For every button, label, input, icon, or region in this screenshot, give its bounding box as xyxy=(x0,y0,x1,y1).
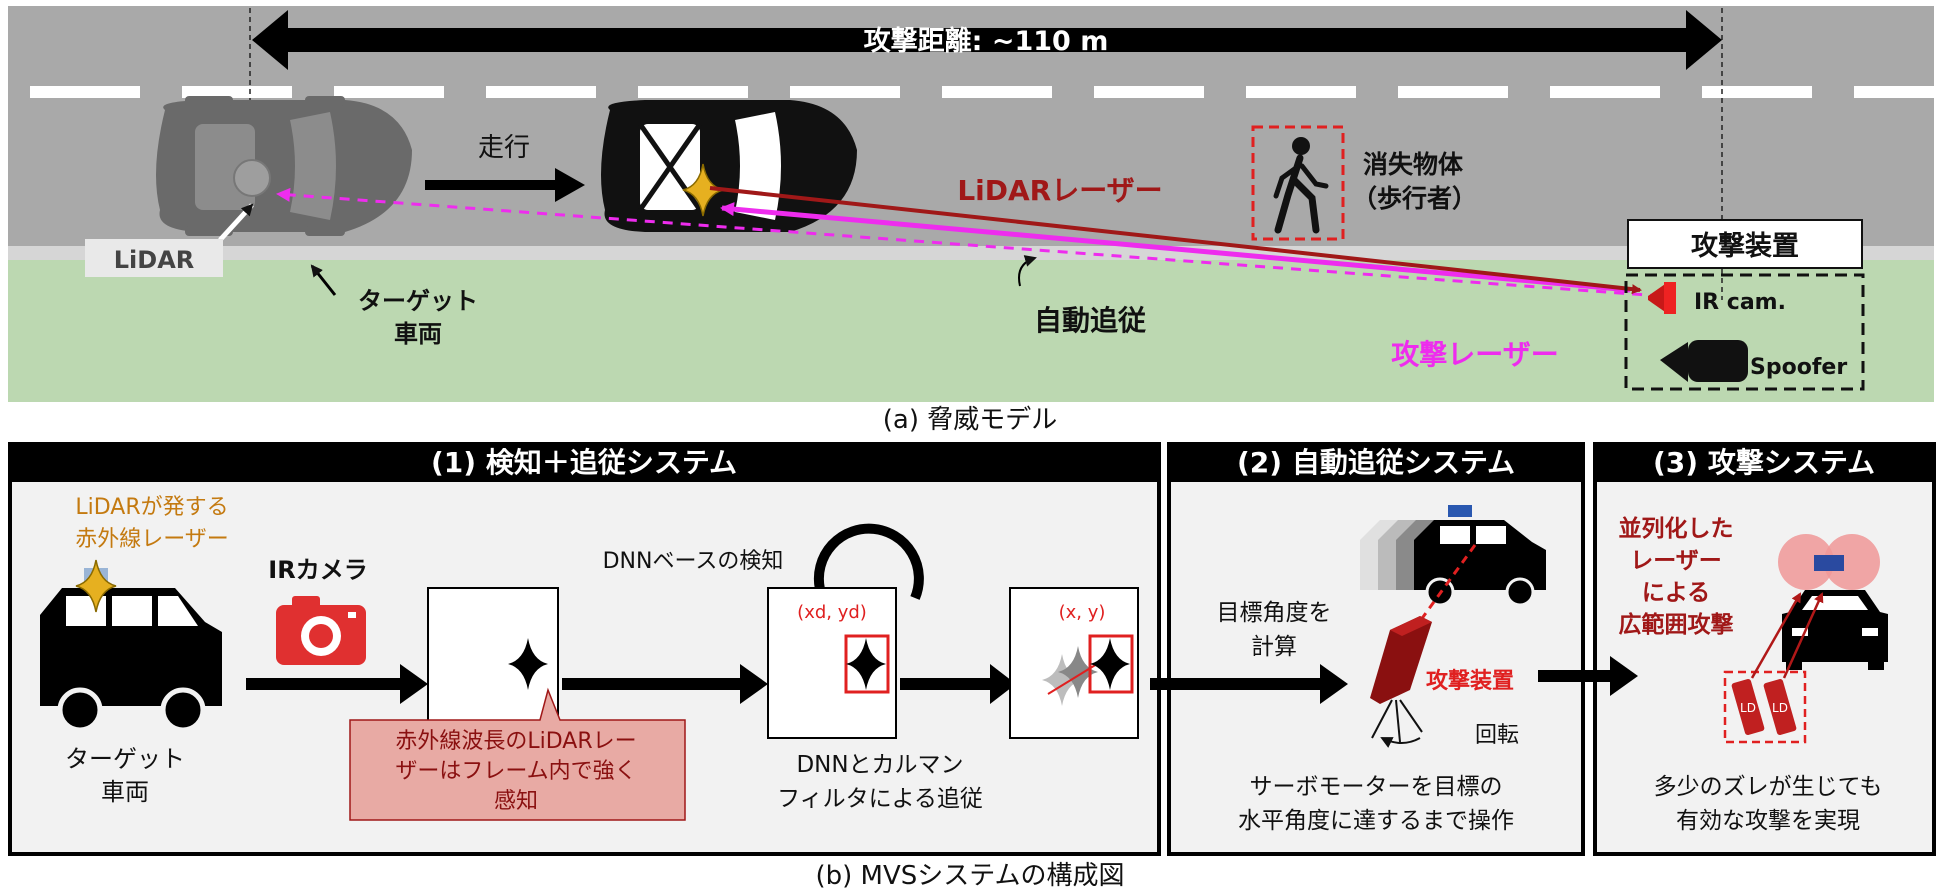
attack-device-title: 攻撃装置 xyxy=(1691,231,1799,262)
servo-line1: サーボモーターを目標の xyxy=(1250,774,1503,800)
camera-icon xyxy=(276,596,366,665)
callout-line3: 感知 xyxy=(494,789,538,814)
lidar-laser-line xyxy=(709,186,1642,295)
grass xyxy=(8,260,1934,402)
distance-arrow xyxy=(252,10,1722,70)
lidar-label-box xyxy=(85,239,223,277)
section1-title: (1) 検知＋追従システム xyxy=(431,446,737,479)
section3-title: (3) 攻撃システム xyxy=(1653,446,1875,479)
drive-label: 走行 xyxy=(478,133,530,163)
section1-header xyxy=(10,444,1159,482)
target-car-moved xyxy=(601,100,857,232)
distance-label: 攻撃距離: ~110 m xyxy=(864,25,1109,57)
parallel-laser-line2: レーザー xyxy=(1630,548,1722,574)
section2-title: (2) 自動追従システム xyxy=(1237,446,1515,479)
moving-car-icon xyxy=(1360,505,1546,607)
flow-arrow-4 xyxy=(1150,664,1348,704)
laser-beam-2 xyxy=(1782,592,1824,679)
vanishing-object-line2: （歩行者） xyxy=(1352,184,1477,213)
rotation-arrow-icon xyxy=(1380,737,1421,748)
lidar-label: LiDAR xyxy=(114,246,195,274)
compute-angle-line1: 目標角度を xyxy=(1217,600,1332,626)
ir-camera-label: IRカメラ xyxy=(268,556,367,584)
vanishing-object-box xyxy=(1251,125,1345,241)
target-car-topdown xyxy=(156,96,412,236)
pedestrian-icon xyxy=(1273,137,1329,234)
target-pointer-arrow xyxy=(310,264,337,296)
drive-arrow xyxy=(425,168,585,202)
callout-box xyxy=(349,687,686,821)
vanishing-object-line1: 消失物体 xyxy=(1363,150,1464,179)
section2-frame xyxy=(1167,442,1585,856)
robust-line2: 有効な攻撃を実現 xyxy=(1676,808,1860,834)
auto-tracking-curl xyxy=(1018,255,1037,287)
attack-device-b-label: 攻撃装置 xyxy=(1426,668,1514,694)
ld-label-1: LD xyxy=(1740,701,1756,715)
caption-b: (b) MVSシステムの構成図 xyxy=(816,861,1125,891)
dnn-kalman-line2: フィルタによる追従 xyxy=(777,786,983,812)
flow-arrow-5 xyxy=(1538,656,1638,696)
flow-arrow-1 xyxy=(246,664,428,704)
callout-line1: 赤外線波長のLiDARレー xyxy=(395,729,636,754)
xd-yd-label: (xd, yd) xyxy=(797,602,867,623)
panel-a-threat-model: 攻撃距離: ~110 m LiDAR ターゲット 車両 走行 xyxy=(8,6,1934,435)
lane-markings xyxy=(30,86,1934,98)
laser-diode-box xyxy=(1723,670,1807,744)
section3-header xyxy=(1595,444,1934,482)
front-car-icon xyxy=(1778,534,1888,670)
section2-header xyxy=(1169,444,1583,482)
ir-camera-icon xyxy=(1648,282,1676,314)
lidar-sensor xyxy=(233,159,271,197)
target-vehicle-line1: ターゲット xyxy=(358,287,478,315)
compute-angle-line2: 計算 xyxy=(1251,634,1297,660)
panel-b-mvs-system: (1) 検知＋追従システム (2) 自動追従システム (3) 攻撃システム Li… xyxy=(8,442,1936,891)
suv-silhouette-icon xyxy=(40,568,222,733)
robust-line1: 多少のズレが生じても xyxy=(1654,774,1883,800)
dashed-tracking-line xyxy=(276,187,1661,298)
attack-laser-label: 攻撃レーザー xyxy=(1391,338,1558,371)
parallel-laser-line1: 並列化した xyxy=(1619,515,1734,542)
lidar-laser-label: LiDARレーザー xyxy=(957,174,1162,207)
curb xyxy=(8,246,1934,260)
xy-label: (x, y) xyxy=(1059,602,1106,623)
dnn-detect-label: DNNベースの検知 xyxy=(603,549,784,574)
ld-label-2: LD xyxy=(1772,701,1788,715)
parallel-laser-line4: 広範囲攻撃 xyxy=(1619,611,1734,638)
lidar-emits-line1: LiDARが発する xyxy=(75,495,228,520)
attack-device-title-box xyxy=(1627,219,1863,269)
target-vehicle-line2: 車両 xyxy=(394,320,442,348)
spoofer-icon xyxy=(1660,340,1748,382)
aim-line xyxy=(1408,544,1477,636)
attack-laser-line xyxy=(720,202,1631,293)
target-vehicle-b-line2: 車両 xyxy=(101,778,149,806)
parallel-laser-line3: による xyxy=(1642,580,1710,606)
callout-line2: ザーはフレーム内で強く xyxy=(395,759,636,784)
ir-cam-label: IR cam. xyxy=(1694,290,1786,315)
lidar-emits-line2: 赤外線レーザー xyxy=(75,527,229,552)
target-vehicle-b-line1: ターゲット xyxy=(65,745,185,773)
flow-arrow-3 xyxy=(900,664,1016,704)
spoofer-label: Spoofer xyxy=(1750,355,1847,380)
attack-device-box xyxy=(1624,273,1865,391)
caption-a: (a) 脅威モデル xyxy=(883,405,1058,435)
laser-diode-icons xyxy=(1731,679,1797,735)
flow-arrow-2 xyxy=(562,664,768,704)
rotation-label: 回転 xyxy=(1475,723,1519,748)
dnn-kalman-line1: DNNとカルマン xyxy=(796,752,963,778)
lidar-pointer-arrow xyxy=(218,203,254,242)
servo-line2: 水平角度に達するまで操作 xyxy=(1238,808,1514,834)
laser-beam-1 xyxy=(1750,592,1802,679)
attack-device-turret-icon xyxy=(1370,616,1432,743)
auto-tracking-label: 自動追従 xyxy=(1034,304,1146,337)
